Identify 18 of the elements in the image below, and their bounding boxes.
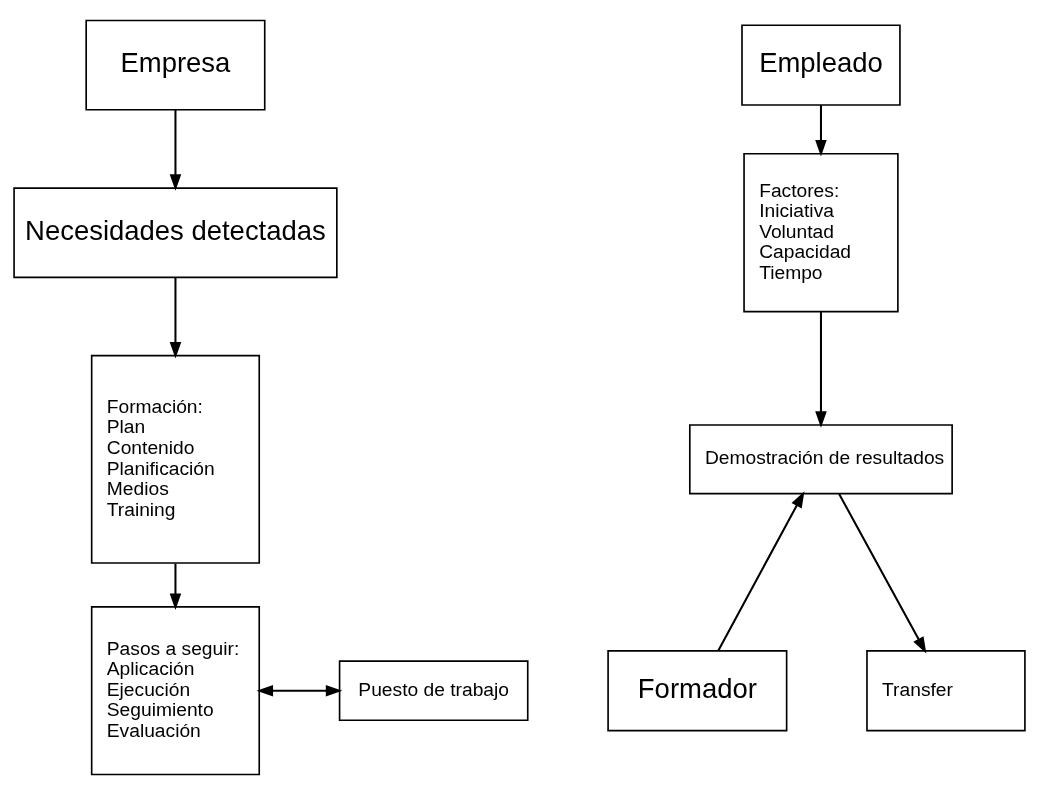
node-box: Formación: Plan Contenido Planificación Medios Training (90, 354, 261, 564)
node-box: Factores: Iniciativa Voluntad Capacidad Tiempo (743, 152, 899, 313)
arrow (815, 105, 827, 157)
node-box: Pasos a seguir: Aplicación Ejecución Seguimiento Evaluación (90, 606, 261, 776)
node-box: Formador (607, 650, 788, 732)
arrow (838, 493, 927, 654)
node-box: Necesidades detectadas (13, 187, 338, 279)
node-box: Demostración de resultados (689, 424, 953, 495)
arrow (717, 491, 805, 652)
arrow (256, 684, 343, 697)
node-box: Transfer (866, 650, 1026, 732)
node-box: Puesto de trabajo (338, 660, 529, 722)
node-box: Empresa (85, 19, 266, 111)
node-box: Empleado (741, 24, 901, 106)
arrow (815, 311, 827, 428)
arrow (169, 563, 182, 610)
arrow (169, 109, 182, 191)
arrow (169, 277, 182, 359)
